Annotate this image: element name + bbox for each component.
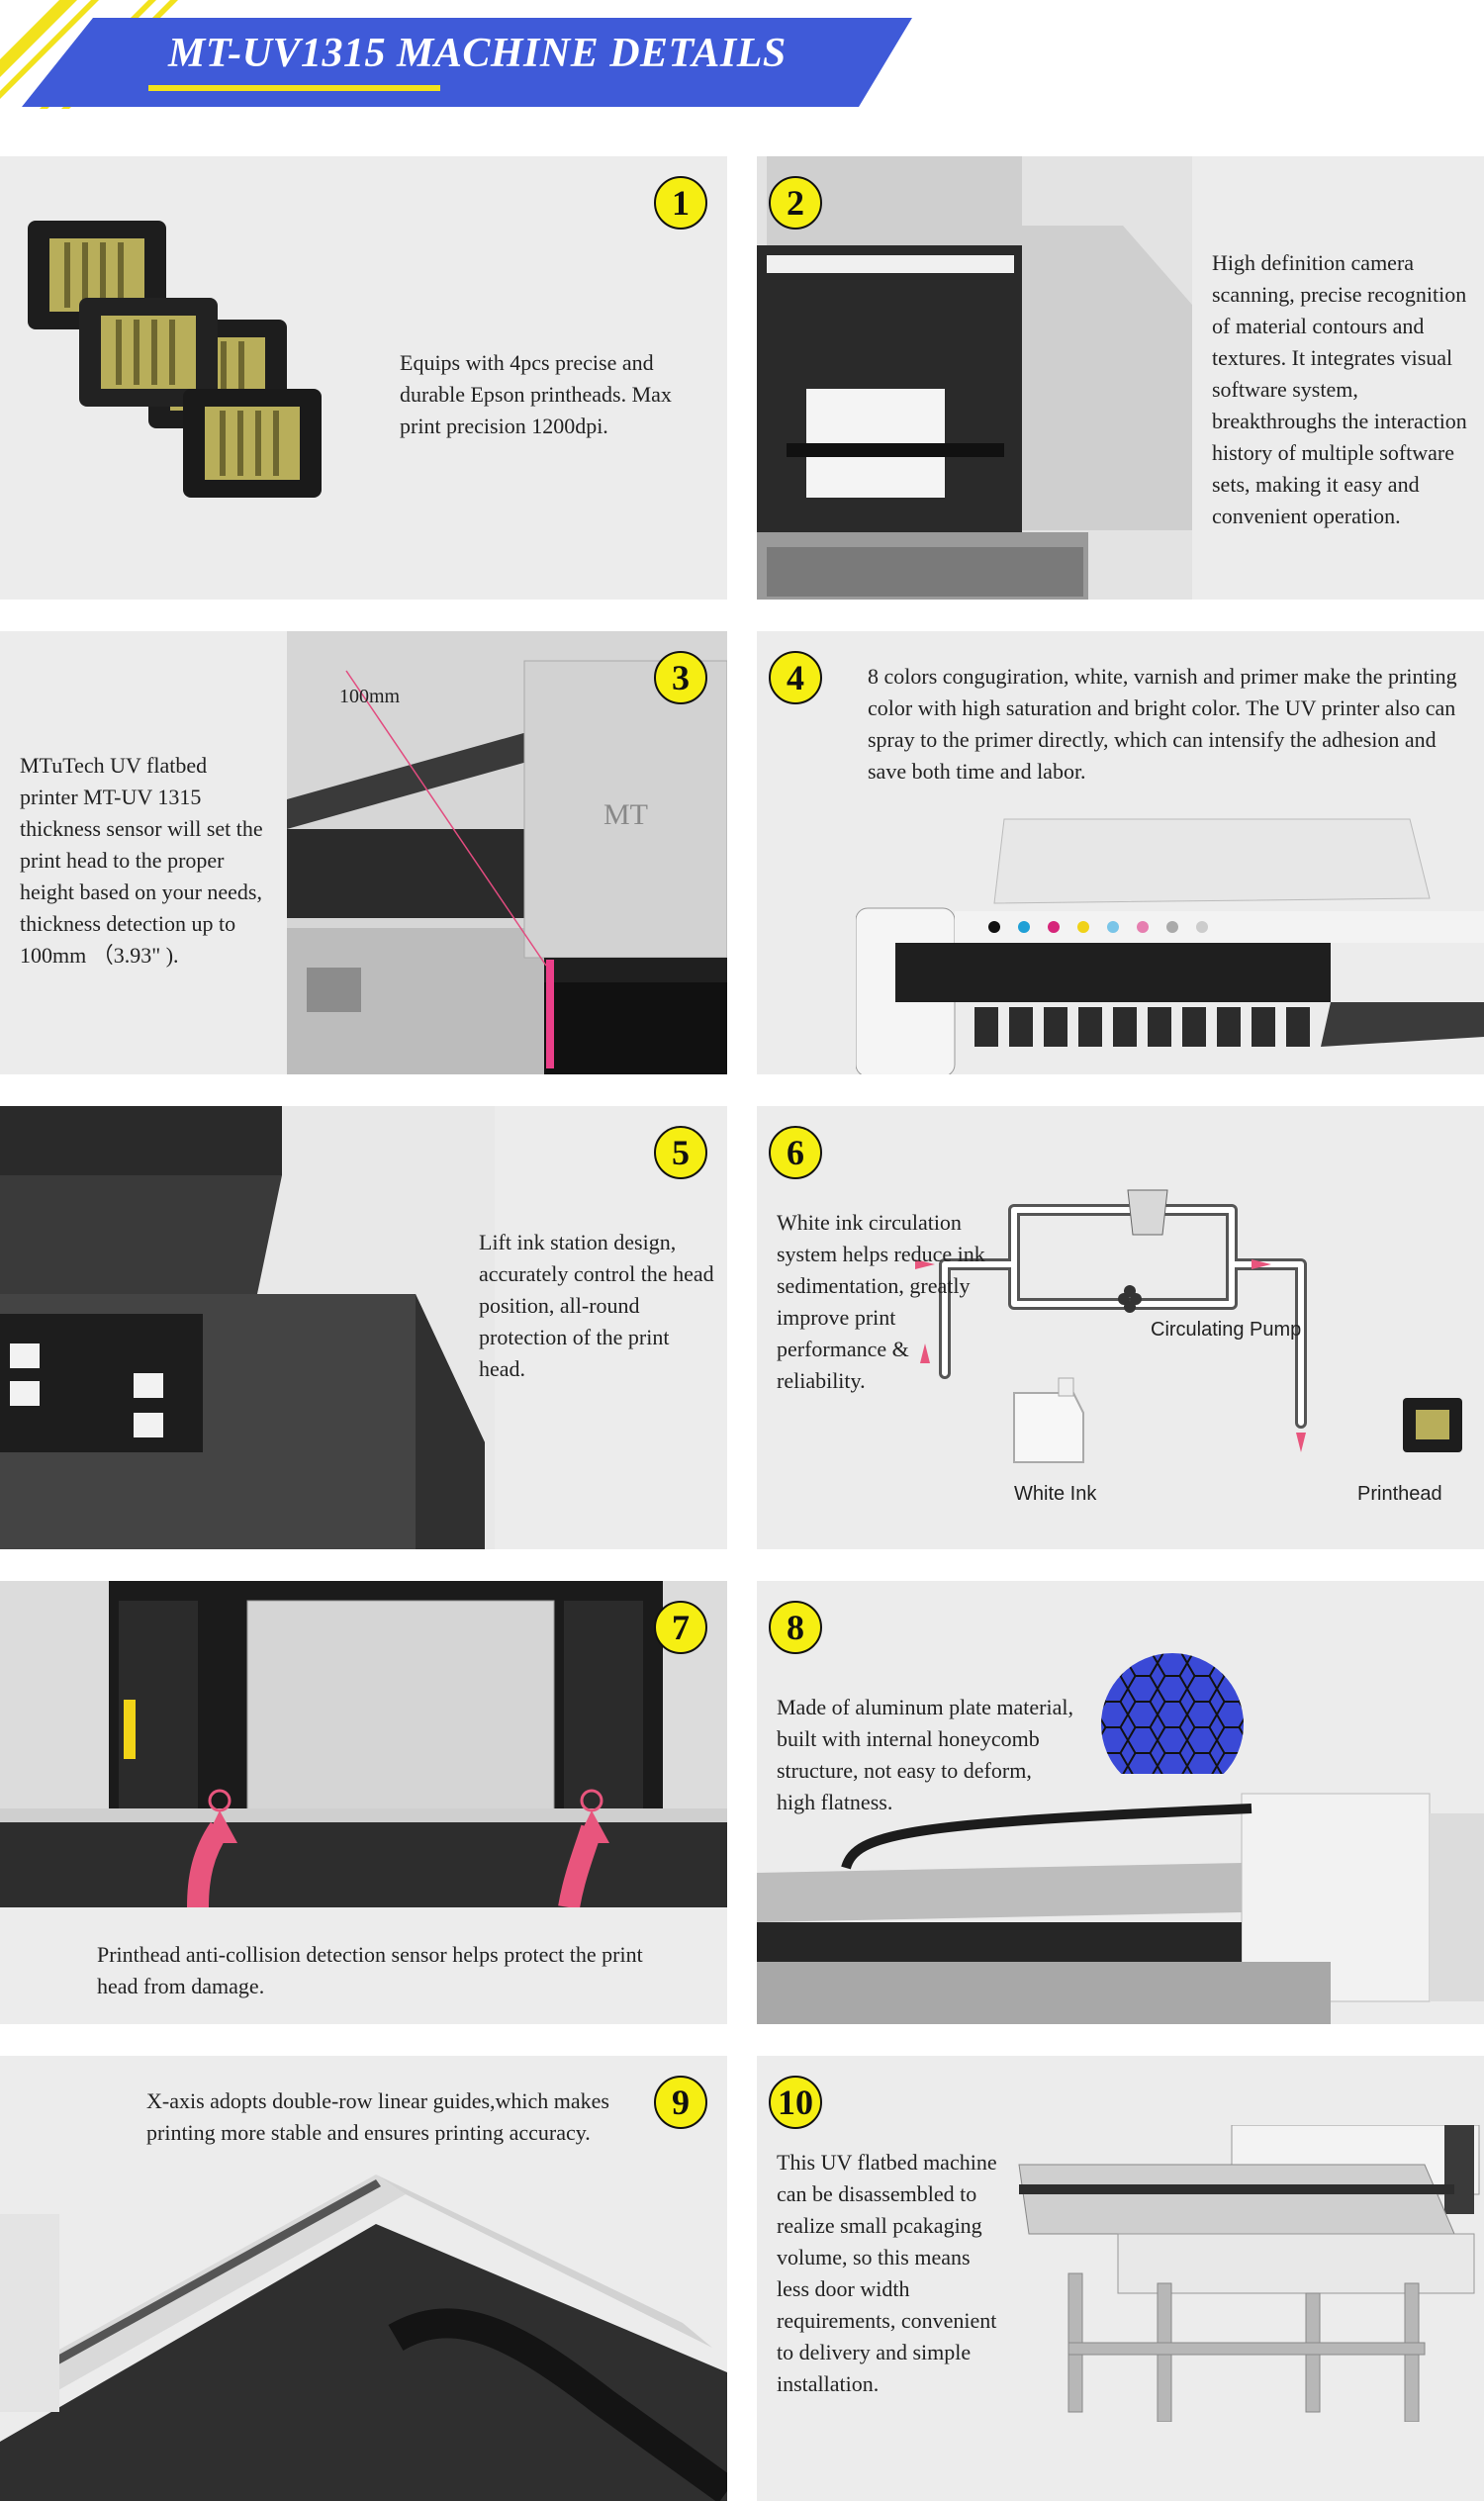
panel-5-text: Lift ink station design, accurately cont… (479, 1230, 714, 1381)
page-title: MT-UV1315 MACHINE DETAILS (168, 31, 787, 76)
badge-4: 4 (769, 651, 822, 704)
pump-label: Circulating Pump (1151, 1319, 1302, 1341)
badge-7: 7 (654, 1601, 707, 1654)
thickness-sensor-image: MT (287, 631, 727, 1074)
ink-station-image (0, 1106, 495, 1549)
panel-2-text: High definition camera scanning, precise… (1212, 250, 1467, 528)
panel-1: 1 Equips with 4pcs precise and durable E… (0, 156, 727, 600)
badge-1: 1 (654, 176, 707, 230)
badge-3: 3 (654, 651, 707, 704)
panel-10-text: This UV flatbed machine can be disassemb… (777, 2150, 997, 2396)
header-underline (148, 85, 440, 91)
panel-2: 2 High definition camera scanning, preci… (757, 156, 1484, 600)
linear-guides-image (0, 2175, 727, 2501)
badge-2: 2 (769, 176, 822, 230)
panel-6-text: White ink circulation system helps reduc… (777, 1210, 985, 1393)
panel-4: 4 8 colors congugiration, white, varnish… (757, 631, 1484, 1074)
panel-3-label: 100mm (339, 686, 401, 707)
panel-9: 9 X-axis adopts double-row linear guides… (0, 2056, 727, 2501)
badge-10: 10 (769, 2076, 822, 2129)
white-ink-label: White Ink (1014, 1483, 1097, 1505)
camera-printer-image (757, 156, 1192, 600)
panel-8: 8 Made of aluminum plate material, built… (757, 1581, 1484, 2024)
panel-10: 10 This UV flatbed machine can be disass… (757, 2056, 1484, 2501)
panel-6: 6 White ink circulation system helps red… (757, 1106, 1484, 1549)
panel-5: 5 Lift ink station design, accurately co… (0, 1106, 727, 1549)
panel-1-text: Equips with 4pcs precise and durable Eps… (400, 350, 672, 438)
panel-7: 7 Printhead anti-collision detection sen… (0, 1581, 727, 2024)
printhead-icon (1403, 1398, 1462, 1452)
panel-9-text: X-axis adopts double-row linear guides,w… (146, 2088, 609, 2145)
panel-8-text: Made of aluminum plate material, built w… (777, 1695, 1073, 1814)
printhead-label: Printhead (1357, 1483, 1442, 1505)
badge-5: 5 (654, 1126, 707, 1179)
white-ink-bottle-icon (1013, 1377, 1084, 1463)
ink-colors-image (856, 818, 1484, 1074)
badge-8: 8 (769, 1601, 822, 1654)
panel-7-text: Printhead anti-collision detection senso… (97, 1942, 643, 1998)
printheads-image (28, 221, 322, 498)
honeycomb-icon (1101, 1653, 1244, 1796)
brand-mark: MT (603, 798, 648, 831)
circulation-diagram (915, 1189, 1307, 1452)
panel-4-text: 8 colors congugiration, white, varnish a… (868, 664, 1457, 784)
header-banner (22, 18, 912, 107)
panel-3: MT 3 100mm MTuTech UV flatbed printer MT… (0, 631, 727, 1074)
badge-9: 9 (654, 2076, 707, 2129)
panel-3-text: MTuTech UV flatbed printer MT-UV 1315 th… (20, 753, 263, 968)
printer-stand-image (1018, 2125, 1480, 2422)
anti-collision-image (0, 1581, 727, 1907)
badge-6: 6 (769, 1126, 822, 1179)
flatbed-image (757, 1774, 1484, 2024)
